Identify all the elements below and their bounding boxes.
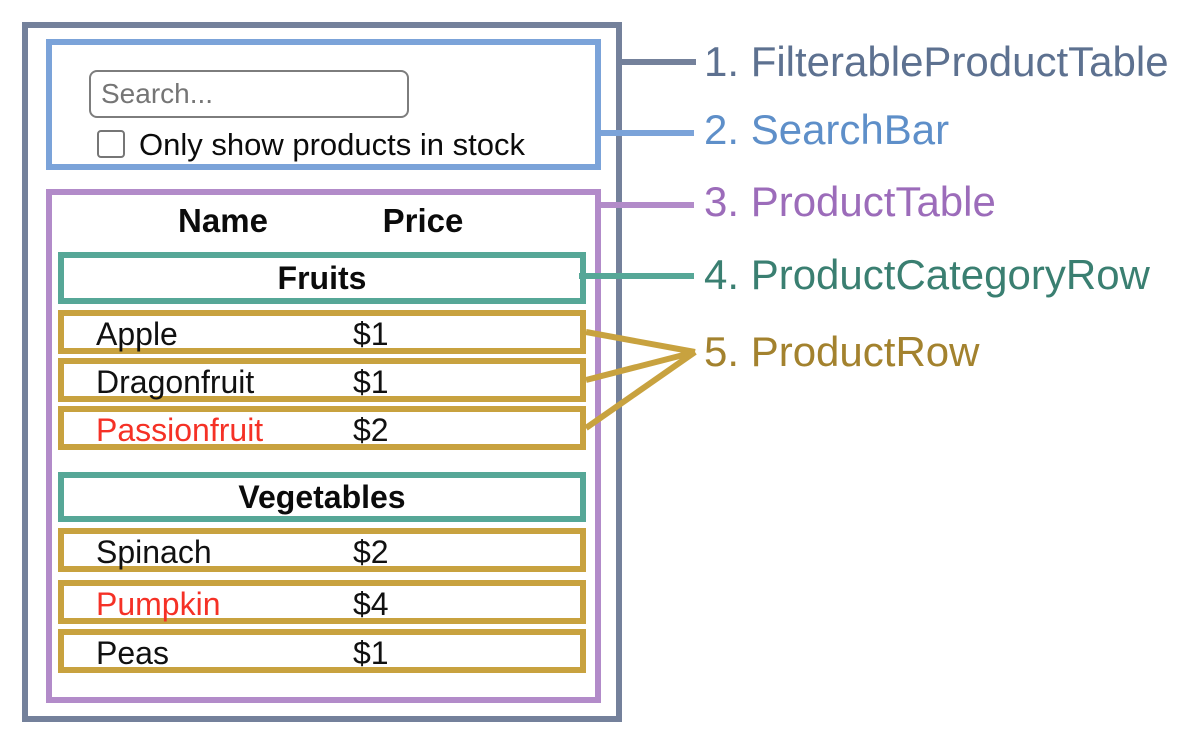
product-row-fan-lines bbox=[584, 329, 697, 431]
component-label-product-category-row: 4. ProductCategoryRow bbox=[704, 251, 1150, 298]
in-stock-checkbox-label: Only show products in stock bbox=[139, 127, 525, 162]
product-row: Passionfruit $2 bbox=[58, 406, 586, 450]
product-name: Pumpkin bbox=[96, 586, 221, 622]
column-header-price: Price bbox=[382, 202, 464, 239]
product-price: $2 bbox=[353, 534, 389, 570]
component-label-search-bar: 2. SearchBar bbox=[704, 106, 950, 153]
product-row: Dragonfruit $1 bbox=[58, 358, 586, 402]
search-bar-box bbox=[46, 39, 601, 170]
product-price: $1 bbox=[353, 364, 389, 400]
category-label: Vegetables bbox=[238, 479, 406, 515]
component-label-product-table: 3. ProductTable bbox=[704, 178, 996, 225]
product-table-box bbox=[46, 189, 601, 703]
in-stock-checkbox[interactable] bbox=[97, 130, 125, 158]
connector-line-product-category-row bbox=[579, 273, 694, 279]
product-price: $1 bbox=[353, 635, 389, 671]
category-row-fruits: Fruits bbox=[58, 252, 586, 304]
connector-line-search-bar bbox=[596, 130, 694, 136]
product-price: $1 bbox=[353, 316, 389, 352]
product-name: Dragonfruit bbox=[96, 364, 255, 400]
product-price: $2 bbox=[353, 412, 389, 448]
product-price: $4 bbox=[353, 586, 389, 622]
component-label-filterable-product-table: 1. FilterableProductTable bbox=[704, 38, 1169, 85]
component-label-product-row: 5. ProductRow bbox=[704, 328, 980, 375]
product-name: Apple bbox=[96, 316, 178, 352]
column-header-name: Name bbox=[178, 202, 268, 239]
connector-line-filterable-product-table bbox=[618, 59, 696, 65]
product-name: Peas bbox=[96, 635, 169, 671]
product-row: Pumpkin $4 bbox=[58, 580, 586, 624]
product-name: Passionfruit bbox=[96, 412, 264, 448]
category-row-vegetables: Vegetables bbox=[58, 472, 586, 522]
connector-line-product-table bbox=[596, 202, 694, 208]
product-row: Spinach $2 bbox=[58, 528, 586, 572]
category-label: Fruits bbox=[277, 260, 367, 296]
product-name: Spinach bbox=[96, 534, 212, 570]
product-row: Peas $1 bbox=[58, 629, 586, 673]
product-row: Apple $1 bbox=[58, 310, 586, 354]
search-input[interactable] bbox=[89, 70, 409, 118]
